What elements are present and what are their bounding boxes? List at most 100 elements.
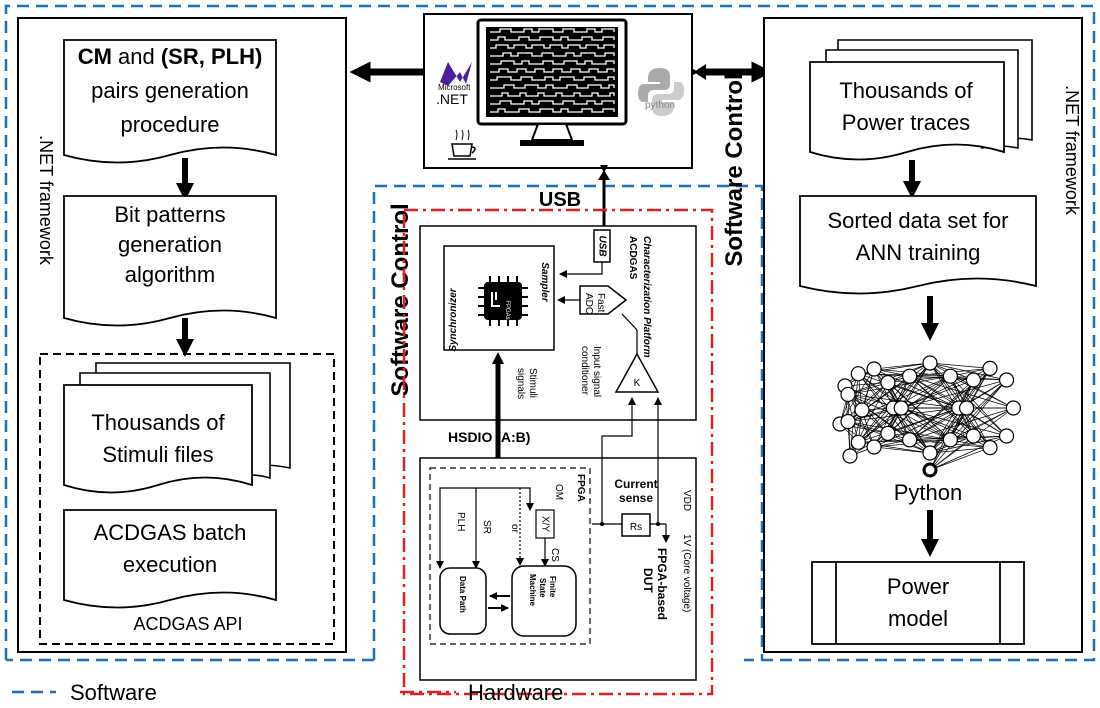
current-sense-line2: sense — [619, 491, 653, 505]
left-framework-label: .NET framework — [36, 135, 56, 266]
fast-adc — [579, 285, 628, 315]
hsdio-label: HSDIO (A:B) — [448, 429, 530, 445]
stimuli-line1: Thousands of — [91, 410, 225, 435]
data-path-block — [439, 567, 487, 635]
python-logo-icon — [638, 68, 684, 116]
nn-neuron — [998, 372, 1015, 388]
xy-label: X/Y — [539, 516, 550, 532]
nn-neuron — [854, 402, 870, 418]
doc-sorted-dataset — [799, 195, 1037, 295]
nn-neuron — [893, 400, 909, 416]
nn-neuron — [982, 440, 998, 456]
stimuli-signals-line2: signals — [515, 368, 526, 399]
fsm-line1: Finite — [548, 576, 557, 598]
fpga-chip-icon: FPGAs — [478, 276, 528, 326]
fpga-dashed-box — [429, 467, 591, 645]
vdd-label: VDD — [681, 490, 692, 511]
doc-batch-execution — [63, 509, 277, 609]
power-model-box — [811, 561, 1025, 645]
nn-neuron — [840, 413, 856, 430]
batch-line1: ACDGAS batch — [94, 520, 247, 545]
fpga-chip-label: FPGAs — [504, 300, 510, 319]
fast-adc-line2: ADC — [583, 293, 594, 314]
software-control-right: Software Control — [721, 73, 748, 266]
nn-neuron — [880, 425, 896, 442]
acdgas-api-box — [39, 353, 335, 645]
sorted-line2: ANN training — [856, 240, 981, 265]
step2-line2: generation — [118, 232, 222, 257]
doc-stimuli-files — [63, 384, 253, 494]
platform-title1: ACDGAS — [627, 236, 638, 280]
nn-neuron — [866, 439, 882, 455]
java-cup-icon — [448, 129, 476, 160]
dotnet-small: Microsoft — [438, 83, 471, 92]
model-line2: model — [888, 606, 948, 631]
nn-neuron — [922, 462, 938, 478]
stimuli-line2: Stimuli files — [102, 442, 213, 467]
cs-label: CS — [549, 548, 560, 562]
acdgas-api-label: ACDGAS API — [133, 614, 242, 634]
core-voltage-label: 1V (Core voltage) — [681, 534, 692, 612]
om-label: OM — [553, 484, 564, 500]
batch-line2: execution — [123, 552, 217, 577]
fast-adc-line1: Fast — [595, 293, 606, 313]
step2-line1: Bit patterns — [114, 202, 225, 227]
nn-neuron — [922, 355, 938, 371]
current-sense-line1: Current — [614, 477, 657, 491]
nn-neuron — [1005, 400, 1022, 416]
data-path-label: Data Path — [458, 576, 467, 613]
nn-neuron — [866, 361, 882, 377]
traces-line2: Power traces — [842, 110, 970, 135]
python-label: python — [645, 100, 675, 111]
nn-neuron — [840, 386, 856, 403]
step2-line3: algorithm — [125, 262, 215, 287]
fsm-line2: State — [538, 578, 547, 598]
nn-neuron — [922, 445, 938, 461]
software-control-left: Software Control — [387, 203, 414, 396]
plh-label: PLH — [455, 512, 466, 531]
amp-k-label: K — [634, 378, 641, 389]
legend-hardware-label: Hardware — [468, 680, 563, 705]
nn-neuron — [842, 448, 858, 464]
doc-power-traces — [809, 61, 1005, 161]
neural-network — [832, 355, 1022, 478]
doc-bit-patterns — [63, 195, 277, 327]
dut-line1: FPGA-based — [655, 548, 669, 620]
nn-neuron — [942, 432, 958, 448]
amplifier-k — [614, 352, 660, 393]
platform-title2: Characterization Platform — [641, 236, 652, 358]
traces-line1: Thousands of — [839, 78, 973, 103]
nn-neuron — [902, 368, 918, 384]
doc-cm-generation — [63, 39, 277, 164]
nn-neuron — [850, 434, 866, 450]
right-framework-label: .NET framework — [1062, 85, 1082, 216]
input-cond-line2: conditioner — [579, 346, 590, 396]
fpga-label: FPGA — [575, 474, 586, 502]
sorted-line1: Sorted data set for — [828, 208, 1009, 233]
nn-neuron — [902, 432, 918, 448]
or-label: or — [509, 524, 520, 534]
model-line1: Power — [887, 574, 949, 599]
software-boundary — [4, 4, 1096, 662]
nn-neuron — [880, 374, 896, 391]
dut-line2: DUT — [641, 568, 655, 593]
synchronizer-label: Synchronizer — [448, 287, 459, 351]
hardware-boundary — [402, 208, 714, 696]
nn-neuron — [965, 428, 982, 444]
stimuli-signals-line1: Stimuli — [527, 368, 538, 398]
nn-neuron — [982, 360, 998, 376]
rs-resistor — [621, 513, 651, 537]
dotnet-logo-icon — [440, 62, 472, 86]
legend-software-label: Software — [70, 680, 157, 705]
dotnet-label: .NET — [436, 91, 468, 107]
cm-label: CM — [78, 44, 112, 69]
sr-label: SR — [481, 520, 492, 534]
fsm-block — [511, 565, 577, 637]
fsm-line3: Machine — [528, 574, 537, 607]
srplh-label: (SR, PLH) — [161, 44, 262, 69]
python-nn-label: Python — [894, 480, 963, 505]
nn-neuron — [942, 368, 958, 384]
svg-text:CM and (SR, PLH): CM and (SR, PLH) — [78, 44, 263, 69]
input-cond-line1: Input signal — [591, 346, 602, 397]
